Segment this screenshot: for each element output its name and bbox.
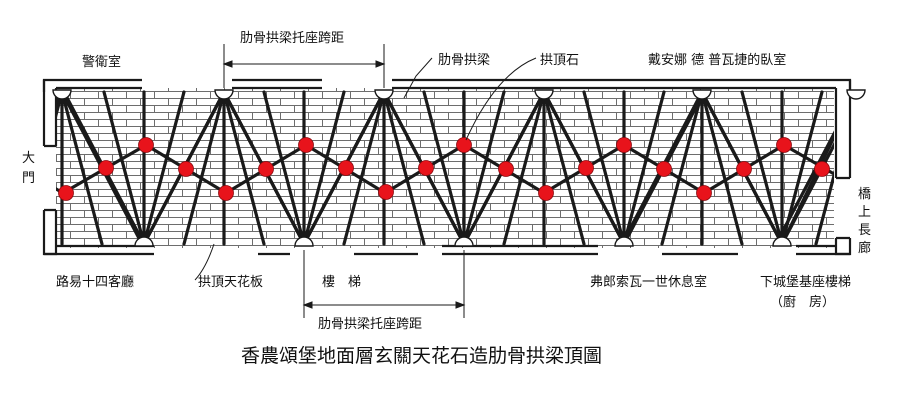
keystone-dot <box>58 185 74 201</box>
rib-line <box>222 90 266 246</box>
leader-rib <box>403 57 433 99</box>
label-main-gate-1: 大 <box>22 151 35 166</box>
keystone-dot <box>498 161 514 177</box>
rib-line <box>182 90 226 246</box>
keystone-dot <box>456 137 472 153</box>
keystone-dot <box>656 161 672 177</box>
rib-line <box>700 90 744 246</box>
label-kitchen: （廚 房） <box>770 294 835 310</box>
rib-line <box>462 90 506 246</box>
label-bridge-4: 廊 <box>858 240 871 256</box>
label-louis-hall: 路易十四客廳 <box>56 274 134 290</box>
rib-line <box>902 92 915 244</box>
keystone-dot <box>378 184 394 200</box>
rib-line <box>142 90 186 246</box>
rib-line <box>56 90 64 107</box>
rib-line <box>56 90 64 107</box>
span-arrow-bottom <box>302 250 466 318</box>
rib-line <box>856 92 915 244</box>
rib-line <box>60 90 104 246</box>
label-vault-panel: 拱頂天花板 <box>198 274 263 290</box>
keystone-dot <box>298 137 314 153</box>
label-rib: 肋骨拱梁 <box>438 53 490 68</box>
diagram-caption: 香農頌堡地面層玄關天花石造肋骨拱梁頂圖 <box>241 345 602 367</box>
wall-left <box>42 80 58 256</box>
keystone-dot <box>178 161 194 177</box>
outer-walls <box>42 78 852 256</box>
keystone-dot <box>696 185 712 201</box>
label-keystone: 拱頂石 <box>540 53 579 68</box>
springer-top <box>846 89 866 100</box>
springer-top <box>692 89 712 100</box>
label-stair-lower: 下城堡基座樓梯 <box>760 274 851 290</box>
springer-bottom <box>772 236 792 247</box>
springer-bottom <box>134 236 154 247</box>
wall-bottom <box>44 244 850 256</box>
keystones <box>58 137 830 201</box>
label-francois-room: 弗郎索瓦一世休息室 <box>590 274 707 290</box>
rib-line <box>56 90 64 107</box>
springer-bottom <box>454 236 474 247</box>
rib-line <box>542 90 586 246</box>
label-bedroom: 戴安娜 德 普瓦捷的臥室 <box>648 52 786 68</box>
rib-line <box>780 90 824 246</box>
rib-line <box>262 90 306 246</box>
rib-line <box>342 90 386 246</box>
rib-line <box>856 92 915 244</box>
springer-bottom <box>614 236 634 247</box>
springer-bottom <box>294 236 314 247</box>
leader-keystone <box>465 57 537 141</box>
rib-line <box>660 90 704 246</box>
rib-line <box>502 90 546 246</box>
label-guard-room: 警衛室 <box>82 54 121 70</box>
keystone-dot <box>138 137 154 153</box>
span-arrow-top <box>222 44 386 88</box>
label-main-gate-2: 門 <box>22 171 35 186</box>
rib-line <box>740 90 784 246</box>
rib-line <box>856 92 896 244</box>
keystone-dot <box>98 160 114 176</box>
rib-line <box>582 90 626 246</box>
keystone-dot <box>776 137 792 153</box>
rib-line <box>102 90 146 246</box>
springer-top <box>374 89 394 100</box>
rib-line <box>867 145 915 193</box>
keystone-dot <box>218 185 234 201</box>
rib-line <box>382 90 426 246</box>
keystone-dot <box>538 185 554 201</box>
wall-gap-lines <box>44 144 850 240</box>
keystone-dot <box>578 160 594 176</box>
keystone-dot <box>616 137 632 153</box>
rib-line <box>622 90 666 246</box>
label-stairs: 樓 梯 <box>322 275 361 290</box>
label-bridge-3: 長 <box>858 223 871 238</box>
springer-top <box>534 89 554 100</box>
rib-line <box>862 92 915 244</box>
keystone-dot <box>736 161 752 177</box>
springers <box>52 89 866 247</box>
springer-top <box>214 89 234 100</box>
rib-line <box>302 90 346 246</box>
keystone-dot <box>258 161 274 177</box>
label-span-top: 肋骨拱梁托座跨距 <box>240 31 344 46</box>
keystone-dot <box>418 160 434 176</box>
wall-right <box>834 80 852 256</box>
keystone-dot <box>814 161 830 177</box>
rib-line <box>0 92 22 244</box>
label-bridge-2: 上 <box>858 205 871 220</box>
leader-vault-panel <box>194 243 215 281</box>
rib-line <box>814 169 834 246</box>
keystone-dot <box>338 160 354 176</box>
springer-top <box>52 89 72 100</box>
rib-line <box>422 90 466 246</box>
label-bridge-1: 橋 <box>858 187 871 202</box>
leader-lines <box>194 57 537 281</box>
label-span-bottom: 肋骨拱梁托座跨距 <box>318 317 422 332</box>
